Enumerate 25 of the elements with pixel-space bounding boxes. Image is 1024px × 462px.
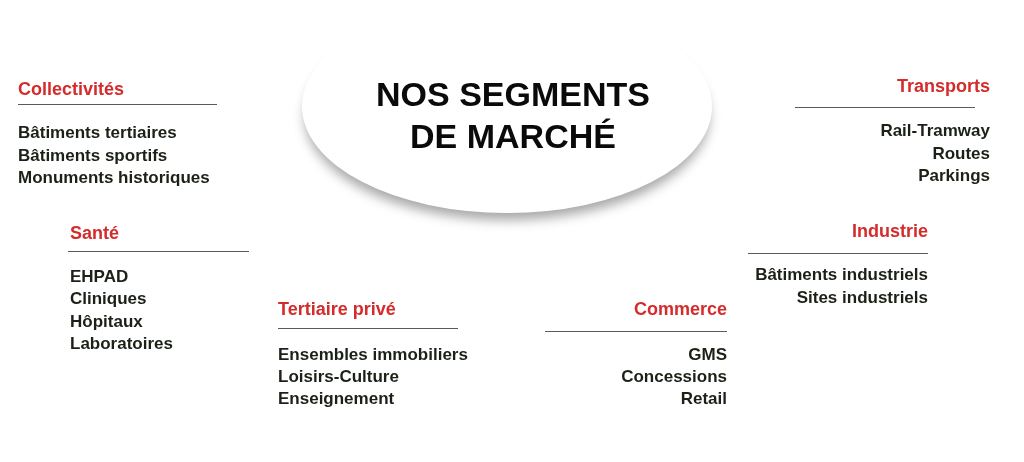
segment-item: Ensembles immobiliers xyxy=(278,344,468,366)
segment-item: Concessions xyxy=(621,366,727,388)
segment-item: EHPAD xyxy=(70,266,129,288)
segment-item: Laboratoires xyxy=(70,333,173,356)
segment-item: Bâtiments tertiaires xyxy=(18,122,177,144)
segment-item: Sites industriels xyxy=(796,286,928,309)
segment-heading: Tertiaire privé xyxy=(278,298,396,320)
segment-item: Bâtiments industriels xyxy=(755,264,928,286)
segment-item: Cliniques xyxy=(70,288,147,311)
segment-item: Enseignement xyxy=(278,388,395,410)
segment-heading: Santé xyxy=(70,222,120,244)
segment-item: Monuments historiques xyxy=(18,167,210,189)
segment-item: Hôpitaux xyxy=(70,310,143,333)
segment-heading: Collectivités xyxy=(18,78,125,100)
segment-heading: Industrie xyxy=(852,220,928,242)
segment-item: Loisirs-Culture xyxy=(278,366,399,388)
segment-item: Retail xyxy=(680,388,727,410)
segment-item: Bâtiments sportifs xyxy=(18,144,168,167)
segment-item: GMS xyxy=(688,344,727,366)
segment-heading: Transports xyxy=(896,75,990,97)
segment-heading: Commerce xyxy=(633,298,727,320)
node-label: NOS SEGMENTS DE MARCHÉ xyxy=(375,74,651,157)
segment-item: Rail-Tramway xyxy=(880,120,990,142)
segment-item: Routes xyxy=(932,142,990,165)
segment-item: Parkings xyxy=(918,165,990,187)
